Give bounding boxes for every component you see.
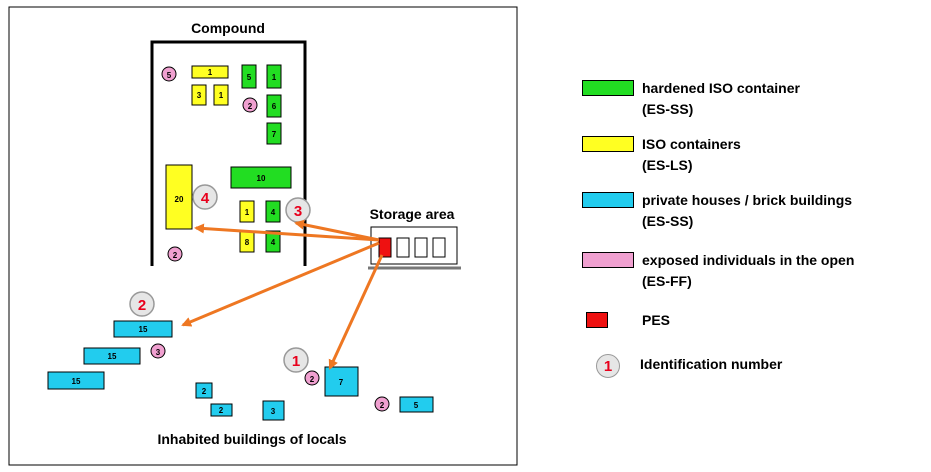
svg-text:3: 3: [294, 203, 302, 220]
svg-text:4: 4: [201, 190, 210, 207]
individual-marker: 5: [161, 66, 177, 82]
legend-idnum: 1 Identification number: [582, 354, 782, 378]
svg-text:2: 2: [219, 406, 224, 415]
arrow-to-3: [294, 219, 380, 242]
iso-container: 8: [239, 230, 255, 253]
hardened-container: 5: [241, 64, 257, 89]
hardened-container: 4: [265, 200, 281, 223]
svg-text:7: 7: [272, 130, 277, 139]
legend-iso-label: ISO containers: [642, 136, 741, 152]
legend-houses-label: private houses / brick buildings: [642, 192, 853, 208]
legend-hardened-label: hardened ISO container: [642, 80, 800, 96]
arrow-to-2: [181, 241, 380, 327]
iso-container: 1: [239, 200, 255, 223]
compound-label: Compound: [191, 20, 265, 36]
svg-text:2: 2: [202, 387, 207, 396]
iso-container: 1: [191, 65, 229, 79]
legend-hardened: hardened ISO container (ES-SS): [582, 78, 800, 120]
svg-text:5: 5: [247, 73, 252, 82]
svg-text:3: 3: [271, 407, 276, 416]
svg-text:2: 2: [173, 251, 178, 260]
arrow-to-4: [194, 223, 380, 242]
house: 3: [262, 400, 285, 421]
svg-text:2: 2: [310, 375, 315, 384]
id-marker-4: 4: [192, 184, 218, 210]
hardened-container: 1: [266, 64, 282, 89]
svg-text:4: 4: [271, 208, 276, 217]
svg-text:2: 2: [380, 401, 385, 410]
svg-text:6: 6: [272, 102, 277, 111]
legend-iso: ISO containers (ES-LS): [582, 134, 741, 176]
id-marker-3: 3: [285, 197, 311, 223]
legend-houses-code: (ES-SS): [642, 213, 694, 229]
legend-idnum-symbol: 1: [596, 354, 620, 378]
house: 5: [399, 396, 434, 413]
hardened-container: 10: [230, 166, 292, 189]
legend-iso-swatch: [582, 136, 634, 152]
svg-text:8: 8: [245, 238, 250, 247]
svg-text:5: 5: [167, 71, 172, 80]
legend-pes: PES: [582, 310, 670, 331]
svg-text:10: 10: [257, 174, 266, 183]
individual-marker: 2: [304, 370, 320, 386]
legend-hardened-code: (ES-SS): [642, 101, 694, 117]
individual-marker: 2: [167, 246, 183, 262]
hazard-arrows: [181, 219, 384, 370]
legend-pes-swatch: [586, 312, 608, 328]
individual-marker: 2: [374, 396, 390, 412]
legend-pes-label: PES: [642, 312, 671, 328]
house: 7: [324, 366, 359, 397]
arrow-to-1: [328, 254, 384, 370]
legend-individuals-label: exposed individuals in the open: [642, 252, 855, 268]
svg-text:15: 15: [139, 325, 148, 334]
svg-text:1: 1: [208, 68, 213, 77]
hardened-container: 4: [265, 230, 281, 253]
legend-houses-swatch: [582, 192, 634, 208]
house: 15: [47, 371, 105, 390]
iso-container: 20: [165, 164, 193, 230]
svg-text:3: 3: [156, 348, 161, 357]
legend-iso-code: (ES-LS): [642, 157, 693, 173]
hardened-container: 7: [266, 122, 282, 145]
legend-individuals: exposed individuals in the open (ES-FF): [582, 250, 854, 292]
svg-text:1: 1: [245, 208, 250, 217]
house: 2: [195, 382, 213, 399]
iso-container: 1: [213, 84, 229, 106]
individual-marker: 3: [150, 343, 166, 359]
svg-text:4: 4: [271, 238, 276, 247]
storage-area: [368, 226, 461, 270]
legend-individuals-code: (ES-FF): [642, 273, 692, 289]
svg-text:3: 3: [197, 91, 202, 100]
legend-individuals-swatch: [582, 252, 634, 268]
hardened-container: 6: [266, 94, 282, 118]
svg-text:1: 1: [292, 353, 300, 370]
svg-text:15: 15: [108, 352, 117, 361]
house: 15: [83, 347, 141, 365]
svg-text:20: 20: [175, 195, 184, 204]
legend-hardened-swatch: [582, 80, 634, 96]
svg-text:2: 2: [138, 297, 146, 314]
svg-text:1: 1: [272, 73, 277, 82]
svg-text:15: 15: [72, 377, 81, 386]
individual-marker: 2: [242, 97, 258, 113]
id-marker-1: 1: [283, 347, 309, 373]
svg-text:2: 2: [248, 102, 253, 111]
inhabited-buildings-label: Inhabited buildings of locals: [157, 431, 346, 447]
svg-text:5: 5: [414, 401, 419, 410]
storage-area-label: Storage area: [370, 206, 455, 222]
legend-idnum-label: Identification number: [640, 356, 783, 372]
compound-wall: [150, 40, 307, 266]
svg-text:7: 7: [339, 378, 344, 387]
house: 15: [113, 320, 173, 338]
legend-houses: private houses / brick buildings (ES-SS): [582, 190, 852, 232]
iso-container: 3: [191, 84, 207, 106]
svg-text:1: 1: [219, 91, 224, 100]
house: 2: [210, 403, 233, 417]
diagram-frame: [8, 6, 518, 466]
id-marker-2: 2: [129, 291, 155, 317]
